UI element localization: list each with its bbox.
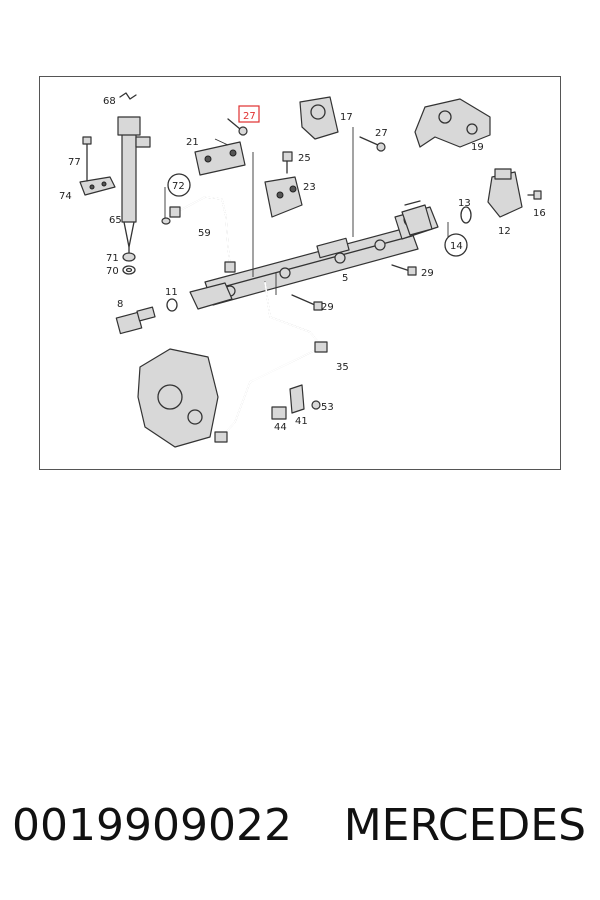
- seal-11: [166, 298, 178, 312]
- label-53: 53: [321, 402, 334, 413]
- seal-kit-14: [444, 222, 468, 257]
- washer-71: [122, 252, 136, 262]
- label-68: 68: [103, 96, 116, 107]
- bolt-25: [282, 151, 293, 174]
- label-12: 12: [498, 226, 511, 237]
- rail-end-fitting: [401, 200, 433, 236]
- pressure-sensor-8: [115, 306, 156, 335]
- part-number: 0019909022: [12, 800, 292, 851]
- bolt-27: [359, 136, 386, 152]
- bracket-17: [299, 96, 339, 140]
- parts-diagram-frame: 68 77 74 65 71 70 21 27 72 59 8 11 25 23…: [39, 76, 561, 470]
- fuel-line-35: [214, 281, 328, 443]
- label-17: 17: [340, 112, 353, 123]
- label-13: 13: [458, 198, 471, 209]
- label-29-lower: 29: [321, 302, 334, 313]
- washer-70: [122, 265, 136, 275]
- label-35: 35: [336, 362, 349, 373]
- bolt-16: [527, 190, 542, 200]
- label-44: 44: [274, 422, 287, 433]
- bracket-19: [414, 98, 491, 148]
- nut-53: [311, 400, 321, 410]
- rail-sensor-fitting: [189, 282, 233, 310]
- bolt-27-highlighted: [227, 105, 260, 136]
- label-41: 41: [295, 416, 308, 427]
- bolt-29-right: [391, 264, 417, 276]
- label-16: 16: [533, 208, 546, 219]
- bracket-23: [264, 176, 303, 218]
- injector-line-59: [169, 196, 236, 273]
- label-27: 27: [375, 128, 388, 139]
- label-21: 21: [186, 137, 199, 148]
- label-27-highlighted: 27: [243, 111, 256, 122]
- fuel-rail-parts-diagram: 68 77 74 65 71 70 21 27 72 59 8 11 25 23…: [59, 92, 546, 448]
- bolt-77: [82, 136, 92, 182]
- label-77: 77: [68, 157, 81, 168]
- clamp-74: [79, 176, 116, 196]
- label-11: 11: [165, 287, 178, 298]
- leader-lines: [214, 127, 354, 295]
- seal-13: [460, 206, 472, 224]
- brand-name: MERCEDES: [343, 800, 586, 851]
- fuel-rail-5: [204, 206, 439, 306]
- label-25: 25: [298, 153, 311, 164]
- label-59: 59: [198, 228, 211, 239]
- label-5: 5: [342, 273, 348, 284]
- clamp-44: [271, 406, 287, 420]
- label-29-right: 29: [421, 268, 434, 279]
- label-72: 72: [172, 181, 185, 192]
- bolt-29-lower: [291, 294, 323, 311]
- label-14: 14: [450, 241, 463, 252]
- label-8: 8: [117, 299, 123, 310]
- bracket-21: [194, 141, 246, 176]
- label-70: 70: [106, 266, 119, 277]
- label-23: 23: [303, 182, 316, 193]
- injector-65: [117, 116, 151, 256]
- seal-kit-72: [161, 173, 191, 225]
- label-71: 71: [106, 253, 119, 264]
- high-pressure-pump: [137, 348, 219, 448]
- clip-68: [119, 92, 137, 100]
- label-19: 19: [471, 142, 484, 153]
- clamp-41: [289, 384, 305, 414]
- label-74: 74: [59, 191, 72, 202]
- pressure-regulator-12: [487, 168, 523, 218]
- label-65: 65: [109, 215, 122, 226]
